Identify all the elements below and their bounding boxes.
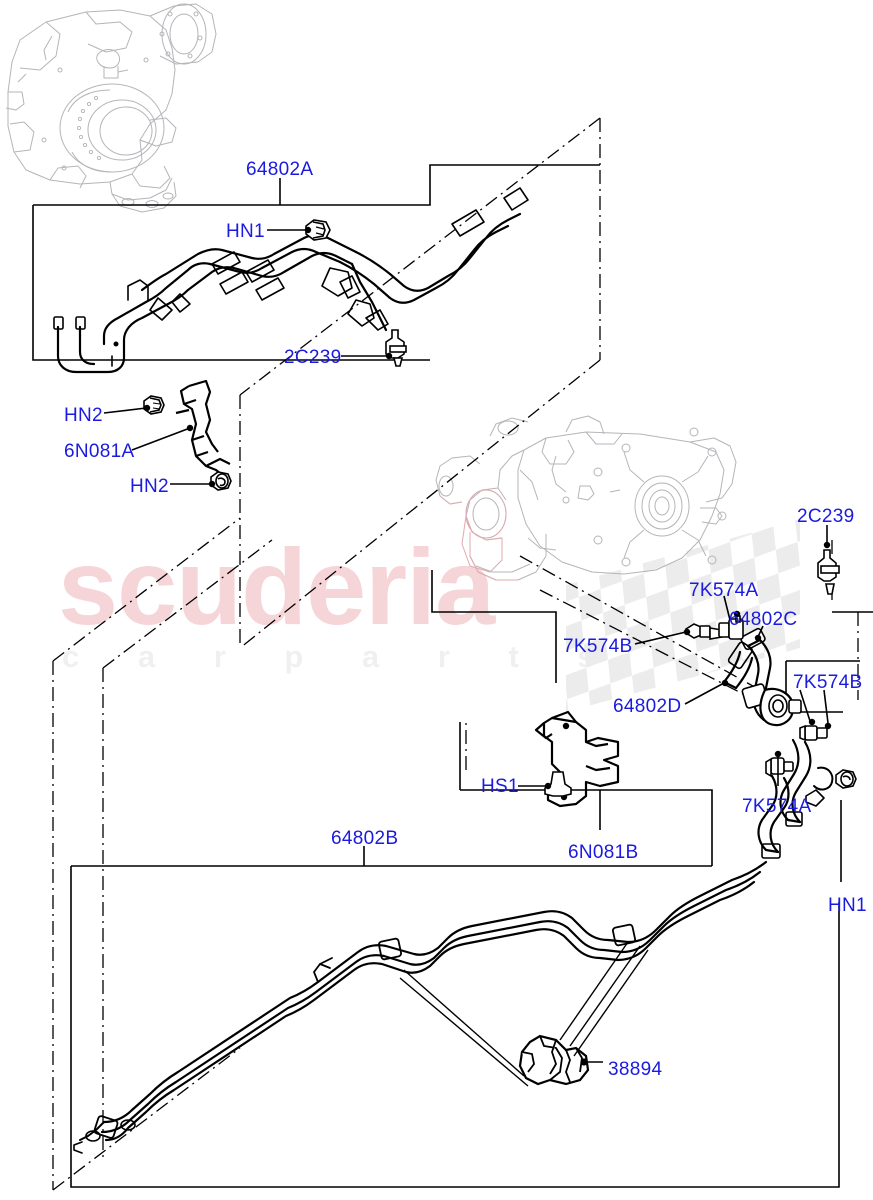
part-rear-union-block (741, 683, 802, 727)
frame-64802A (32, 164, 600, 361)
label-7K574A-upper: 7K574A (689, 580, 759, 601)
leader-lines-38894 (399, 941, 649, 1087)
part-6N081A-bracket (175, 379, 231, 479)
part-rear-hose-run (757, 738, 834, 859)
label-leader-lines (103, 178, 842, 1063)
watermark-car-parts: c a r p a r t s (62, 639, 620, 674)
part-2C239-upper-valve (385, 329, 407, 367)
part-64802A-pipe-assembly (53, 187, 529, 374)
label-7K574A-lower: 7K574A (742, 796, 812, 817)
frame-64802B (70, 865, 840, 1188)
label-2C239-right: 2C239 (797, 506, 855, 527)
label-64802A: 64802A (246, 159, 314, 180)
label-HN1-top: HN1 (226, 221, 265, 242)
label-HN2-lower: HN2 (130, 476, 169, 497)
part-64802B-long-pipe (73, 860, 768, 1154)
part-7K574B-upper-union (685, 623, 723, 640)
part-7K574A-lower-union (765, 750, 794, 778)
ghost-front-differential (5, 3, 217, 213)
part-7K574B-right-unions (799, 718, 832, 742)
ghost-rear-differential-pink-overlay (439, 489, 518, 581)
watermark-scuderia: scuderia (58, 526, 495, 647)
label-6N081B: 6N081B (568, 842, 639, 863)
part-38894-clip (518, 1034, 590, 1086)
label-6N081A: 6N081A (64, 441, 135, 462)
frame-inner-mid (459, 722, 713, 866)
label-2C239-top: 2C239 (284, 347, 342, 368)
label-HS1: HS1 (481, 776, 519, 797)
label-7K574B-right: 7K574B (793, 672, 863, 693)
part-7K574A-upper-union (718, 610, 744, 640)
part-HS1-screw (544, 771, 572, 797)
label-64802B: 64802B (331, 828, 399, 849)
label-HN1-right: HN1 (828, 895, 867, 916)
label-64802C: 64802C (729, 609, 798, 630)
label-HN2-upper: HN2 (64, 405, 103, 426)
part-HN1-right-nut (835, 769, 857, 789)
watermark-checkered-flag (566, 519, 800, 712)
part-HN2-lower-nut (210, 471, 232, 491)
part-2C239-right-valve (817, 541, 840, 595)
label-64802D: 64802D (613, 696, 682, 717)
label-7K574B-left: 7K574B (563, 636, 633, 657)
label-38894: 38894 (608, 1059, 663, 1080)
part-HN1-upper-nut (305, 219, 331, 241)
frame-64802D-box (431, 570, 557, 683)
